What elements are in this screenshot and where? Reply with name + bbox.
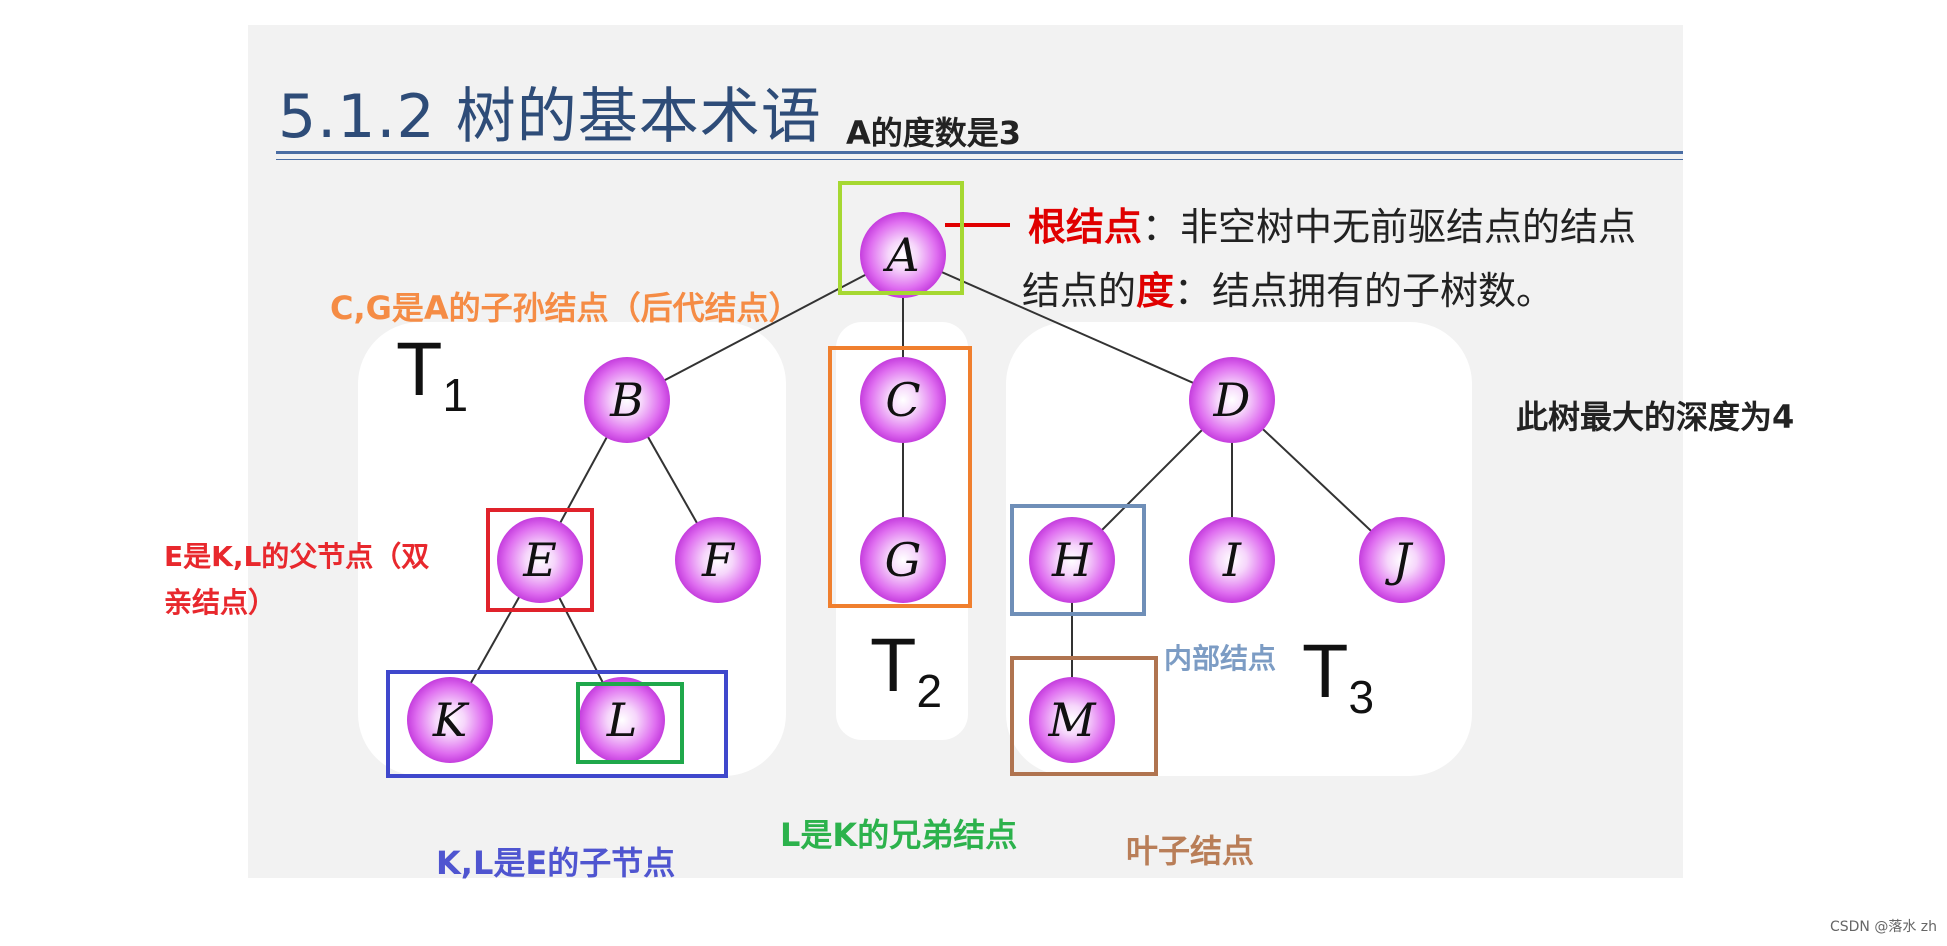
subtree-label-t3: T3: [1302, 629, 1375, 723]
title-rule-thin: [276, 159, 1683, 160]
node-c: C: [860, 357, 946, 443]
annotation-children: K,L是E的子节点: [436, 844, 676, 882]
subtree-label-t2: T2: [870, 623, 943, 717]
annotation-max-depth: 此树最大的深度为4: [1516, 398, 1795, 436]
degree-prefix: 结点的: [1022, 269, 1137, 313]
descendant-highlight-box: [828, 346, 972, 608]
node-m: M: [1029, 677, 1115, 763]
edge-a-d: [902, 254, 1233, 401]
annotation-sibling: L是K的兄弟结点: [780, 816, 1018, 854]
annotation-parent-line2: 亲结点）: [164, 586, 277, 619]
children-highlight-box: [386, 670, 728, 778]
node-d: D: [1189, 357, 1275, 443]
node-f: F: [675, 517, 761, 603]
parent-highlight-box: [486, 508, 594, 612]
annotation-degree-of-a: A的度数是3: [846, 114, 1022, 152]
subtree-label-t1: T1: [396, 327, 469, 421]
annotation-internal-nodes: 内部结点: [1164, 642, 1277, 675]
node-g: G: [860, 517, 946, 603]
degree-definition-text: ：结点拥有的子树数。: [1174, 269, 1555, 313]
annotation-leaf-nodes: 叶子结点: [1126, 832, 1255, 870]
node-h: H: [1029, 517, 1115, 603]
root-highlight-box: [838, 181, 964, 295]
root-term: 根结点: [1028, 205, 1143, 249]
sibling-highlight-box: [576, 682, 684, 764]
degree-term: 度: [1136, 269, 1175, 313]
node-e: E: [497, 517, 583, 603]
degree-definition: 结点的度：结点拥有的子树数。: [1022, 260, 1554, 315]
node-i: I: [1189, 517, 1275, 603]
internal-highlight-box: [1010, 504, 1146, 616]
root-definition: 根结点：非空树中无前驱结点的结点: [1028, 196, 1636, 251]
annotation-descendants: C,G是A的子孙结点（后代结点）: [330, 289, 801, 327]
title-rule: [276, 151, 1683, 154]
node-l: L: [579, 677, 665, 763]
slide-title: 5.1.2 树的基本术语: [278, 82, 822, 152]
annotation-parent-line1: E是K,L的父节点（双: [164, 540, 430, 573]
root-definition-text: ：非空树中无前驱结点的结点: [1142, 205, 1637, 249]
leaf-highlight-box: [1010, 656, 1158, 776]
node-j: J: [1359, 517, 1445, 603]
node-b: B: [584, 357, 670, 443]
watermark: CSDN @落水 zh: [1829, 919, 1937, 935]
node-k: K: [407, 677, 493, 763]
edge-a-b: [626, 254, 904, 401]
node-a: A: [860, 212, 946, 298]
